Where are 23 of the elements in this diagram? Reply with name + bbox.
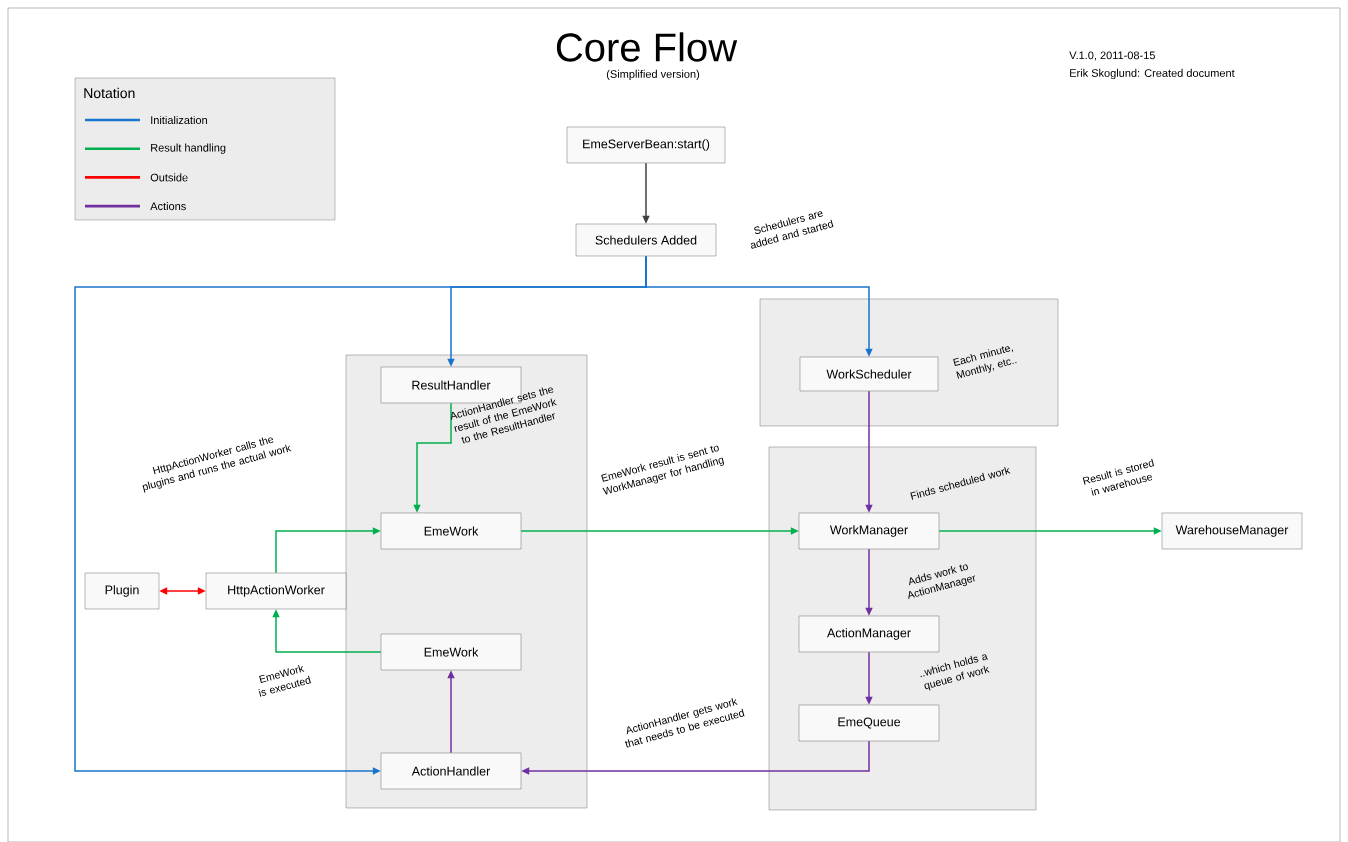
author-note: Erik Skoglund: Created document — [1070, 68, 1235, 80]
process-box: WorkScheduler — [799, 356, 939, 392]
process-box: EmeQueue — [798, 704, 940, 742]
subtitle: (Simplified version) — [606, 69, 700, 81]
process-box: EmeServerBean:start() — [566, 126, 726, 164]
process-box: EmeWork — [380, 512, 522, 550]
legend-label: Actions — [150, 202, 186, 211]
version-note: V.1.0, 2011-08-15 — [1069, 51, 1155, 61]
legend-label: Result handling — [151, 143, 226, 154]
process-box: Plugin — [84, 572, 160, 610]
process-box: WorkManager — [798, 512, 940, 550]
edge-label: ..which holds a queue of work — [920, 654, 990, 691]
legend-label: Initialization — [151, 115, 207, 125]
process-box: EmeWork — [380, 633, 522, 671]
legend-title: Notation — [84, 87, 135, 99]
note-text: Each minute, Monthly, etc.. — [953, 346, 1017, 379]
title: Core Flow — [556, 32, 738, 62]
process-box: WarehouseManager — [1161, 512, 1303, 550]
process-box: ActionManager — [798, 615, 940, 653]
process-box: ActionHandler — [380, 752, 522, 790]
process-box: Schedulers Added — [575, 223, 717, 257]
legend-label: Outside — [150, 173, 188, 182]
process-box: HttpActionWorker — [205, 572, 347, 610]
